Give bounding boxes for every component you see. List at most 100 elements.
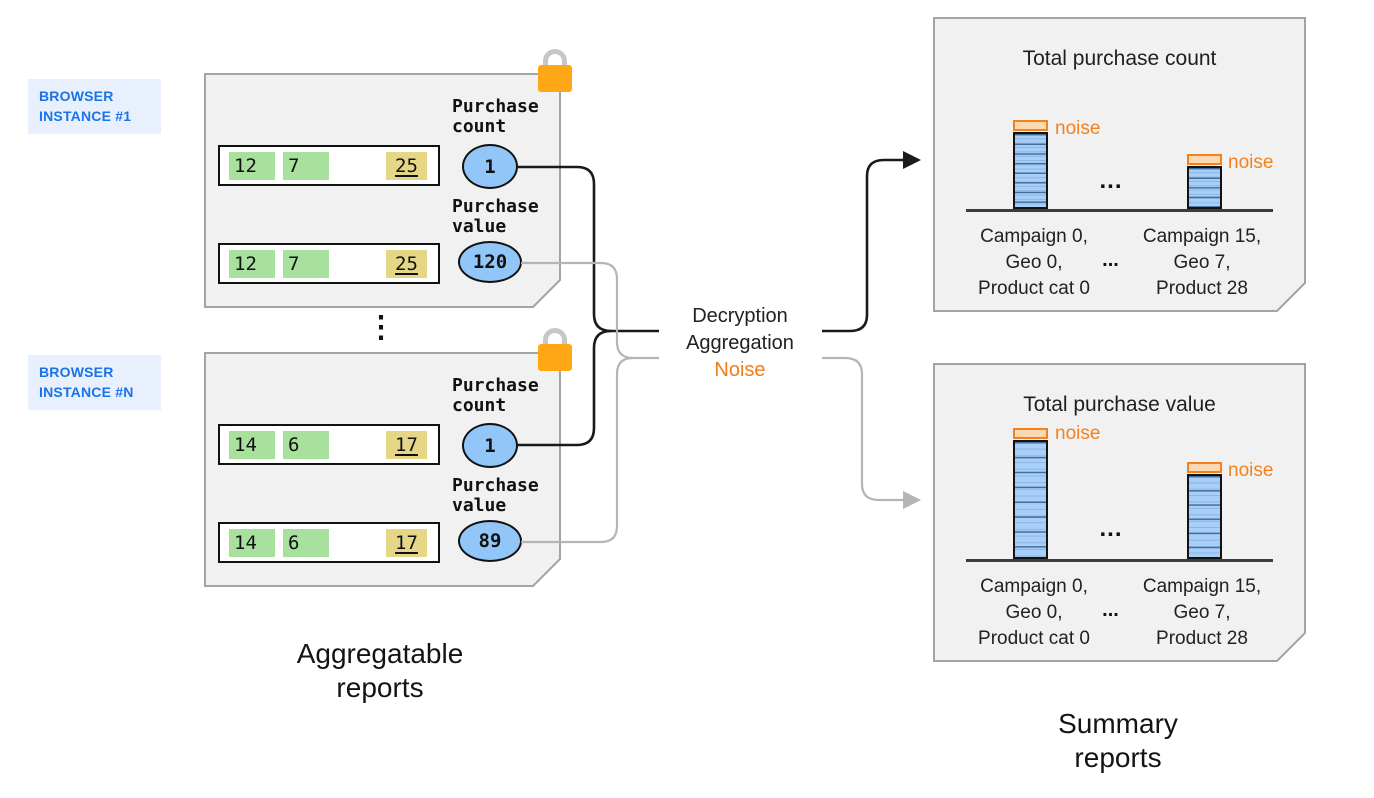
purchase-value-label-line1: Purchase <box>452 196 539 217</box>
aggregatable-report-card-n: Purchase count 14 6 17 1 Purchase value … <box>204 328 572 587</box>
value-bar-2 <box>1187 462 1222 559</box>
noise-label: noise <box>1228 152 1274 173</box>
summary-report-count-card: Total purchase count noise ... noise Cam… <box>933 17 1306 312</box>
purchase-count-label-line2: count <box>452 116 507 137</box>
vector-cell: 7 <box>283 152 329 180</box>
category-line: Geo 0, <box>1005 252 1063 273</box>
purchase-count-label-line2: count <box>452 395 507 416</box>
vector-bucket-cell: 25 <box>386 152 427 180</box>
category-line: Product 28 <box>1156 278 1248 299</box>
bar-noise-cap <box>1013 428 1048 439</box>
caption-line: reports <box>336 672 424 703</box>
purchase-count-label: Purchase count <box>452 376 564 416</box>
purchase-count-value: 1 <box>462 144 518 189</box>
omitted-bars-dots: ... <box>1099 515 1123 542</box>
category-label-right: Campaign 15, Geo 7, Product 28 <box>1117 224 1287 302</box>
value-vector-row: 12 7 25 <box>218 243 440 284</box>
purchase-value-label-line2: value <box>452 216 507 237</box>
vector-cell: 7 <box>283 250 329 278</box>
browser-instance-1-label: BROWSER INSTANCE #1 <box>28 79 161 134</box>
lock-shackle <box>543 49 567 73</box>
noise-label: noise <box>1055 118 1101 139</box>
category-label-right: Campaign 15, Geo 7, Product 28 <box>1117 574 1287 652</box>
vector-cell: 6 <box>283 431 329 459</box>
summary-count-title: Total purchase count <box>1022 47 1217 70</box>
browser-instance-n-line1: BROWSER <box>39 364 114 380</box>
category-line: Campaign 0, <box>980 226 1088 247</box>
bar-body <box>1187 474 1222 559</box>
bar-noise-cap <box>1187 154 1222 165</box>
purchase-value-value: 120 <box>458 241 522 283</box>
value-bar-1 <box>1013 428 1048 559</box>
omitted-categories-dots: ... <box>1102 599 1119 621</box>
caption-line: reports <box>1074 742 1162 773</box>
count-vector-row: 12 7 25 <box>218 145 440 186</box>
aggregatable-reports-caption: Aggregatable reports <box>255 637 505 705</box>
count-bar-1 <box>1013 120 1048 209</box>
purchase-value-label: Purchase value <box>452 476 564 516</box>
purchase-value-label-line1: Purchase <box>452 475 539 496</box>
count-vector-row: 14 6 17 <box>218 424 440 465</box>
category-line: Product cat 0 <box>978 628 1090 649</box>
x-axis <box>966 559 1273 562</box>
vector-bucket-cell: 17 <box>386 431 427 459</box>
bar-body <box>1013 132 1048 209</box>
vector-bucket-cell: 17 <box>386 529 427 557</box>
purchase-count-label-line1: Purchase <box>452 96 539 117</box>
lock-body <box>538 344 572 371</box>
category-label-left: Campaign 0, Geo 0, Product cat 0 <box>949 224 1119 302</box>
category-line: Geo 0, <box>1005 602 1063 623</box>
browser-instance-1-line2: INSTANCE #1 <box>39 108 132 124</box>
purchase-count-label: Purchase count <box>452 97 564 137</box>
lock-icon <box>538 328 574 380</box>
bar-noise-cap <box>1187 462 1222 473</box>
vector-cell: 14 <box>229 529 275 557</box>
process-aggregation: Aggregation <box>686 332 794 354</box>
category-line: Campaign 15, <box>1142 226 1262 247</box>
lock-icon <box>538 49 574 101</box>
process-steps: Decryption Aggregation Noise <box>652 303 828 384</box>
browser-instance-1-line1: BROWSER <box>39 88 114 104</box>
summary-report-value-card: Total purchase value noise ... noise Cam… <box>933 363 1306 662</box>
black-arrowhead <box>903 151 921 169</box>
summary-reports-caption: Summary reports <box>993 707 1243 775</box>
noise-label: noise <box>1228 460 1274 481</box>
lock-body <box>538 65 572 92</box>
aggregatable-report-card-1: Purchase count 12 7 25 1 Purchase value … <box>204 49 572 308</box>
bar-noise-cap <box>1013 120 1048 131</box>
process-decryption: Decryption <box>692 305 788 327</box>
purchase-value-value: 89 <box>458 520 522 562</box>
caption-line: Aggregatable <box>296 638 464 669</box>
browser-instance-n-label: BROWSER INSTANCE #N <box>28 355 161 410</box>
more-instances-ellipsis: ⋮ <box>366 311 396 344</box>
purchase-value-label: Purchase value <box>452 197 564 237</box>
purchase-count-label-line1: Purchase <box>452 375 539 396</box>
category-line: Campaign 15, <box>1142 576 1262 597</box>
category-label-left: Campaign 0, Geo 0, Product cat 0 <box>949 574 1119 652</box>
summary-value-title: Total purchase value <box>1023 393 1216 416</box>
purchase-count-value: 1 <box>462 423 518 468</box>
x-axis <box>966 209 1273 212</box>
category-line: Geo 7, <box>1173 602 1231 623</box>
omitted-categories-dots: ... <box>1102 249 1119 271</box>
category-line: Geo 7, <box>1173 252 1231 273</box>
gray-arrowhead <box>903 491 921 509</box>
value-vector-row: 14 6 17 <box>218 522 440 563</box>
purchase-value-label-line2: value <box>452 495 507 516</box>
category-line: Product cat 0 <box>978 278 1090 299</box>
vector-cell: 12 <box>229 152 275 180</box>
process-noise: Noise <box>714 359 766 381</box>
vector-bucket-cell: 25 <box>386 250 427 278</box>
bar-body <box>1187 166 1222 209</box>
browser-instance-n-line2: INSTANCE #N <box>39 384 134 400</box>
vector-cell: 14 <box>229 431 275 459</box>
omitted-bars-dots: ... <box>1099 167 1123 194</box>
category-line: Campaign 0, <box>980 576 1088 597</box>
vector-cell: 12 <box>229 250 275 278</box>
report-card-outline <box>933 17 1306 312</box>
caption-line: Summary <box>1058 708 1178 739</box>
bar-body <box>1013 440 1048 559</box>
vector-cell: 6 <box>283 529 329 557</box>
count-bar-2 <box>1187 154 1222 209</box>
